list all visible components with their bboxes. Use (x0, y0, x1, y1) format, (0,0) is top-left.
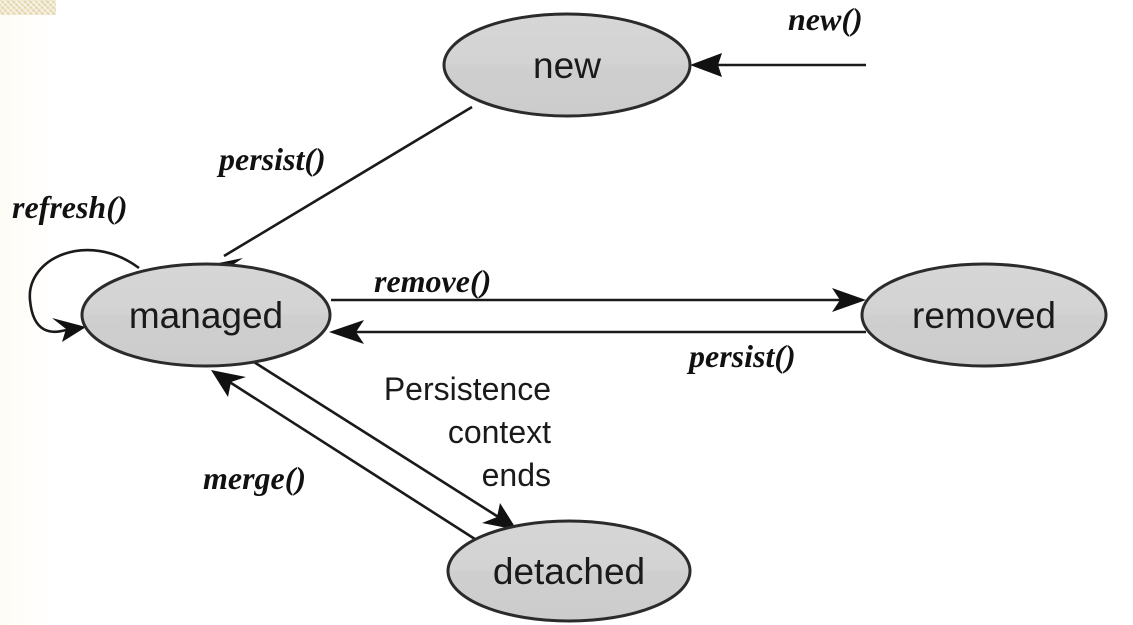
edge-new-to-managed (209, 105, 473, 279)
state-node-managed[interactable]: managed (80, 262, 332, 368)
left-margin-strip (0, 15, 56, 625)
transition-label-remove: remove() (374, 263, 491, 299)
note-line-2: context (448, 414, 551, 450)
note-line-1: Persistence (384, 371, 551, 407)
corner-decoration-band (0, 0, 56, 15)
edge-managed-to-removed (331, 288, 866, 312)
transition-note-persistence-context-ends: Persistence context ends (384, 371, 551, 493)
transition-label-new-entry: new() (788, 1, 863, 37)
state-node-new[interactable]: new (442, 12, 692, 118)
state-label-detached: detached (493, 551, 645, 592)
state-node-removed[interactable]: removed (860, 262, 1108, 368)
transition-label-persist-removed-managed: persist() (686, 338, 796, 374)
state-node-detached[interactable]: detached (446, 519, 692, 623)
edge-removed-to-managed (329, 320, 866, 344)
transition-label-merge: merge() (203, 460, 306, 496)
transition-label-refresh-self: refresh() (12, 189, 128, 225)
state-label-managed: managed (129, 295, 283, 336)
note-line-3: ends (482, 457, 551, 493)
edge-managed-self-loop (28, 248, 140, 342)
edge-detached-to-managed (211, 370, 479, 543)
state-label-removed: removed (912, 295, 1056, 336)
state-label-new: new (533, 45, 601, 86)
edge-managed-to-detached (245, 355, 517, 530)
edge-new-entry (690, 53, 866, 77)
transition-label-persist-new-managed: persist() (216, 141, 326, 177)
